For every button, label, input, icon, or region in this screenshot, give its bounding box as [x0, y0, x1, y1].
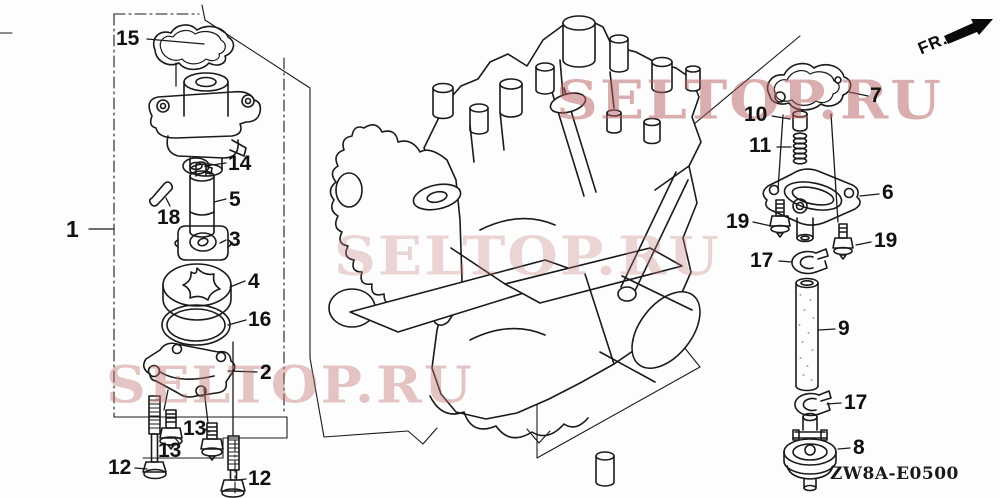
callout-15[interactable]: 15	[116, 27, 140, 50]
part-plug-10	[792, 110, 808, 132]
callout-6[interactable]: 6	[882, 181, 894, 204]
callout-17-a[interactable]: 17	[750, 249, 774, 272]
callout-13-b[interactable]: 13	[158, 439, 182, 462]
callout-1[interactable]: 1	[66, 216, 79, 242]
callout-9[interactable]: 9	[838, 317, 850, 340]
callout-11[interactable]: 11	[749, 134, 772, 157]
callout-19-a[interactable]: 19	[726, 210, 750, 233]
engine-block-drawing	[328, 15, 702, 487]
part-gasket-7	[766, 62, 852, 111]
diagram-code: ZW8A-E0500	[830, 464, 959, 484]
part-bolt-13-a	[159, 409, 183, 450]
part-gasket-15	[153, 24, 235, 71]
part-oil-pump-body	[148, 72, 262, 177]
part-bolt-13-b	[200, 422, 224, 461]
callout-17-b[interactable]: 17	[844, 391, 868, 414]
callout-4[interactable]: 4	[248, 270, 260, 293]
part-bolt-12-a	[142, 395, 167, 480]
fr-direction-arrow	[944, 19, 993, 44]
callout-12-b[interactable]: 12	[248, 467, 272, 490]
part-pump-cover-2	[142, 342, 236, 398]
callout-3[interactable]: 3	[229, 228, 241, 251]
part-pump-shaft-5	[189, 161, 215, 238]
callout-19-b[interactable]: 19	[874, 229, 898, 252]
part-clamp-17-b	[794, 390, 832, 417]
part-o-ring-16	[161, 304, 231, 346]
part-inner-rotor-3	[174, 225, 232, 261]
callout-12-a[interactable]: 12	[108, 456, 132, 479]
part-bolt-12-b	[220, 435, 246, 498]
callout-14[interactable]: 14	[228, 152, 252, 175]
part-oil-tube-9	[795, 277, 819, 392]
callout-10[interactable]: 10	[744, 103, 768, 126]
callout-13-a[interactable]: 13	[183, 417, 207, 440]
part-clamp-17-a	[791, 248, 829, 275]
part-oil-strainer-8	[783, 412, 837, 492]
callout-16[interactable]: 16	[248, 308, 272, 331]
callout-8[interactable]: 8	[853, 436, 865, 459]
part-dowel-pin-18	[148, 181, 174, 207]
callout-5[interactable]: 5	[229, 188, 241, 211]
part-bolt-19-a	[769, 199, 791, 238]
part-bolt-19-b	[832, 223, 854, 260]
part-outer-rotor-4	[162, 263, 232, 321]
part-relief-valve-cover-6	[762, 168, 861, 243]
callout-18[interactable]: 18	[157, 206, 181, 229]
callout-7[interactable]: 7	[870, 84, 882, 107]
part-spring-11	[792, 132, 808, 165]
callout-2[interactable]: 2	[260, 361, 272, 384]
